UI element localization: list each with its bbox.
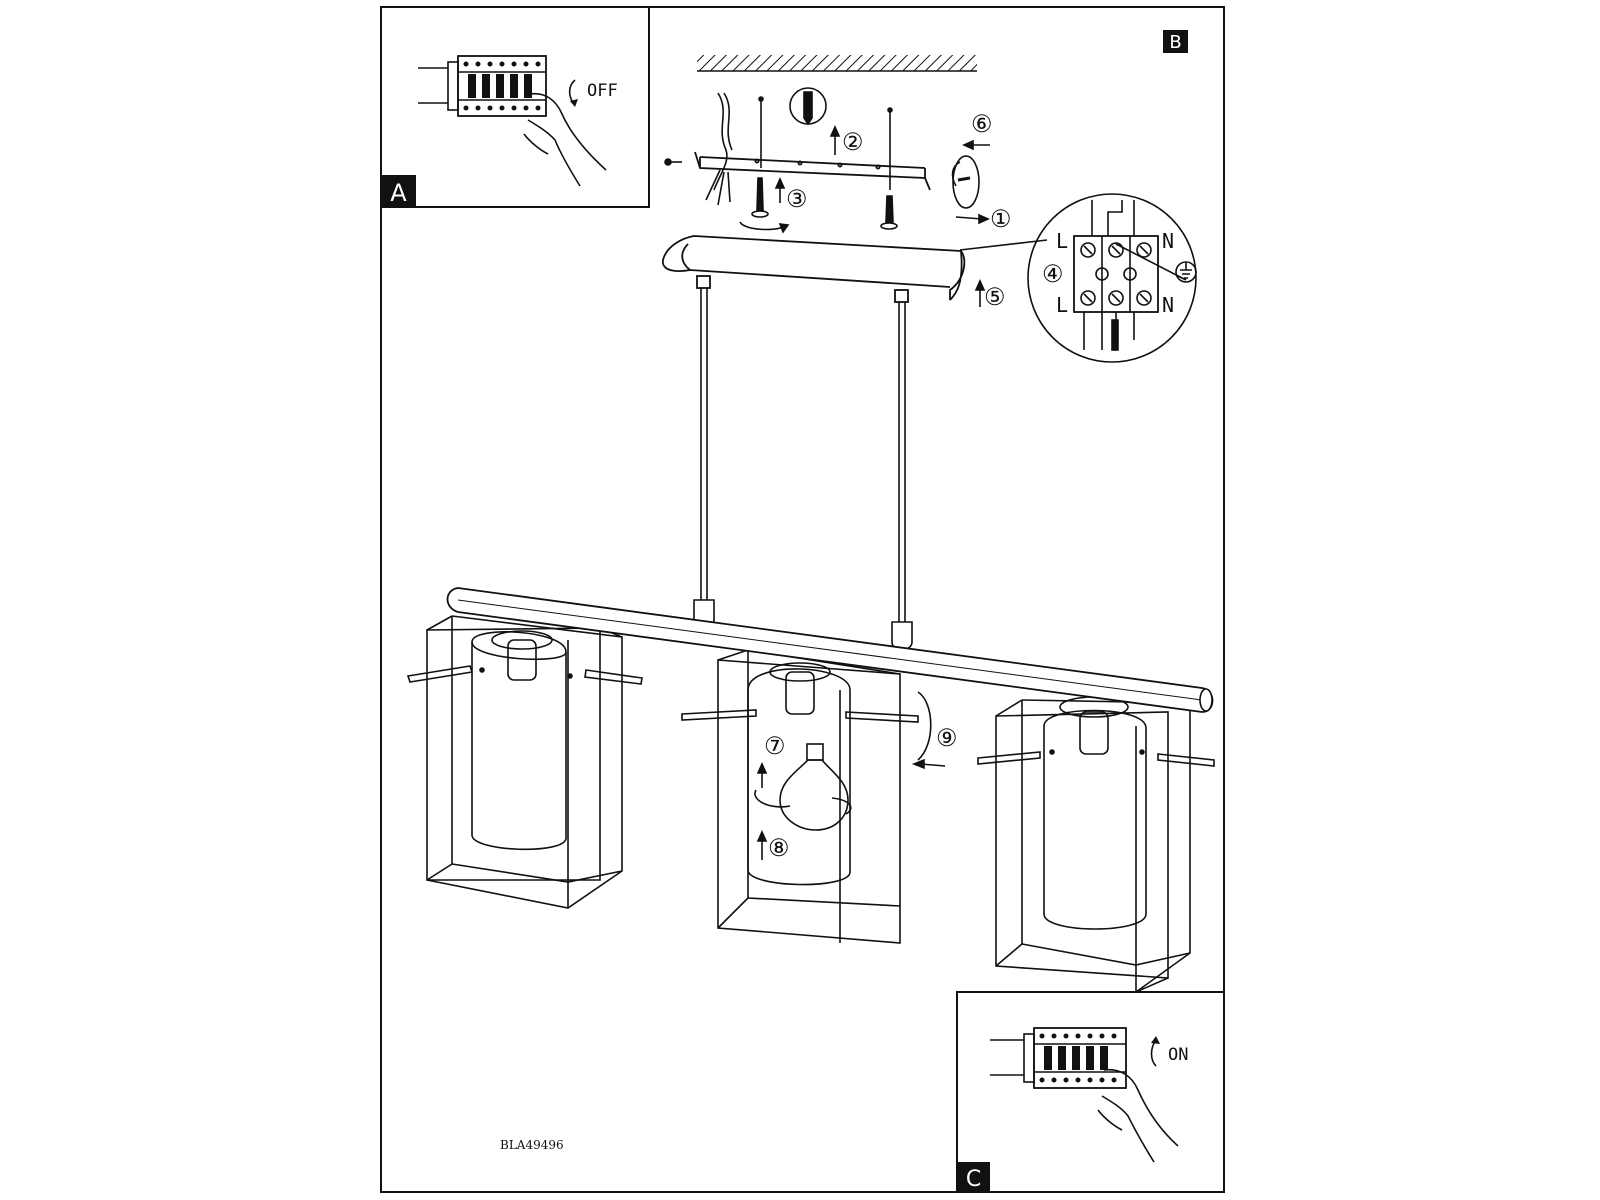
hand-icon: [523, 92, 607, 187]
main-bar: [446, 587, 1214, 713]
ceiling-canopy: [662, 235, 966, 303]
bracket-screw-icon: [664, 158, 682, 166]
shade-1-pins: [406, 665, 643, 685]
step-arrows: [774, 125, 990, 307]
supply-cable: [705, 92, 733, 206]
neutral-label-top: N: [1162, 229, 1174, 253]
step-9-label: ⑨: [936, 724, 958, 752]
fixing-screws: [739, 177, 898, 234]
mounting-disc-icon: [951, 155, 980, 209]
connector-detail: [959, 193, 1197, 363]
page-frame: [380, 6, 1225, 1193]
on-label: ON: [1168, 1045, 1188, 1065]
light-bulb-icon: [779, 743, 849, 831]
panel-c: C ON: [956, 991, 1224, 1192]
step-7-label: ⑦: [764, 732, 786, 760]
lamp-shade-1: [426, 615, 623, 909]
step-8-label: ⑧: [768, 834, 790, 862]
step-1-label: ①: [990, 205, 1012, 233]
lamp-shade-2: [717, 649, 901, 944]
shade-3-pins: [977, 751, 1215, 767]
panel-a-tag-box: [381, 175, 416, 207]
panel-a: A OFF: [381, 7, 650, 208]
breaker-box-off: [418, 55, 547, 117]
panel-c-tag-box: [957, 1162, 990, 1192]
model-code: BLA49496: [500, 1138, 564, 1152]
step-3-label: ③: [786, 185, 808, 213]
lamp-shade-3: [995, 696, 1191, 993]
panel-a-tag: A: [390, 179, 407, 207]
panel-b-tag: B: [1169, 32, 1181, 53]
shade-2-pins: [681, 709, 919, 723]
ceiling-surface: [697, 55, 977, 72]
mounting-bracket: [694, 151, 931, 191]
off-label: OFF: [587, 81, 618, 101]
breaker-box-on: [990, 1027, 1127, 1089]
shade-2-step-arrows: [756, 691, 946, 860]
wall-plug-icon: [758, 87, 893, 190]
bulb-rotate-arrow-icon: [754, 789, 852, 815]
panel-b-tag-box: [1163, 30, 1188, 53]
live-label-bottom: L: [1056, 293, 1068, 317]
suspension-rods: [693, 288, 913, 651]
terminal-block: [1073, 235, 1159, 313]
step-5-label: ⑤: [984, 283, 1006, 311]
live-label-top: L: [1056, 229, 1068, 253]
hand-icon: [1097, 1068, 1179, 1163]
rotate-up-arrow-icon: [1150, 1039, 1157, 1067]
step-2-label: ②: [842, 128, 864, 156]
step-6-label: ⑥: [971, 110, 993, 138]
panel-c-tag: C: [966, 1167, 981, 1192]
neutral-label-bottom: N: [1162, 293, 1174, 317]
step-4-label: ④: [1042, 260, 1064, 288]
